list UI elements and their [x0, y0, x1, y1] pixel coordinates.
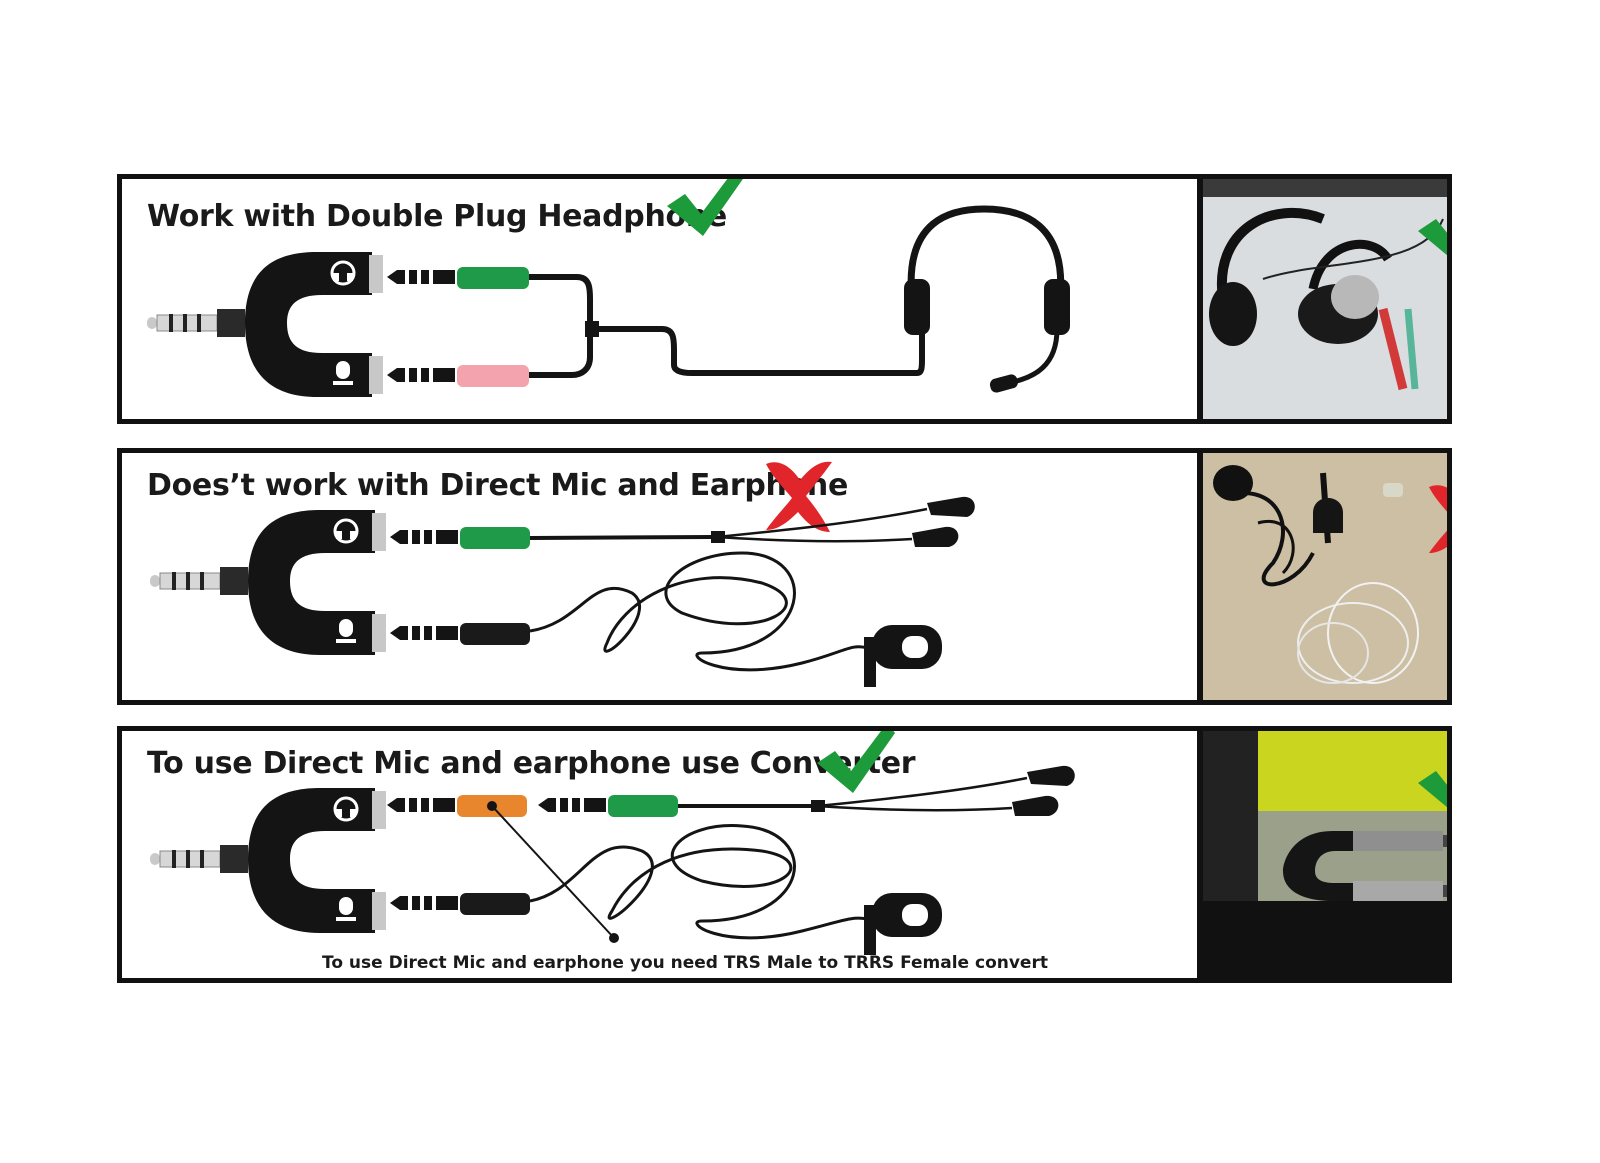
converter-caption: To use Direct Mic and earphone you need … [322, 953, 1048, 973]
plug-icon [387, 368, 455, 382]
plug-icon [390, 626, 458, 640]
panel-title: Work with Double Plug Headphone [147, 199, 727, 234]
green-plug-connector [608, 795, 678, 817]
black-plug-connector [460, 623, 530, 645]
converter-photo [1197, 731, 1447, 978]
plug-icon [390, 896, 458, 910]
panel-title: Does’t work with Direct Mic and Earphone [147, 468, 849, 503]
plug-icon [387, 270, 455, 284]
cross-icon [766, 461, 832, 532]
diagram-area: To use Direct Mic and earphone use Conve… [122, 731, 1192, 978]
black-plug-connector [460, 893, 530, 915]
panel-title: To use Direct Mic and earphone use Conve… [147, 746, 916, 781]
splitter-adapter-icon [148, 786, 388, 935]
mic-earphone-diagram [148, 461, 977, 687]
splitter-adapter-icon [145, 250, 385, 399]
panel-direct-mic-earphone: Does’t work with Direct Mic and Earphone [117, 448, 1452, 705]
splitter-adapter-icon [148, 508, 388, 657]
diagram-area: Work with Double Plug Headphone [122, 179, 1192, 419]
panel-double-plug-headphone: Work with Double Plug Headphone [117, 174, 1452, 424]
headset-icon [904, 205, 1070, 393]
green-plug-connector [460, 527, 530, 549]
headphone-photo [1197, 179, 1447, 419]
check-icon [817, 731, 895, 793]
green-plug-connector [457, 267, 529, 289]
plug-icon [390, 530, 458, 544]
lavalier-clip-icon [864, 893, 942, 955]
panel-converter: To use Direct Mic and earphone use Conve… [117, 726, 1452, 983]
headphone-diagram [145, 179, 1070, 399]
converter-diagram [148, 731, 1077, 955]
mic-earphone-photo [1197, 453, 1447, 700]
diagram-area: Does’t work with Direct Mic and Earphone [122, 453, 1192, 700]
earbuds-icon [709, 495, 977, 549]
check-icon [667, 179, 745, 236]
plug-icon [387, 798, 455, 812]
pink-plug-connector [457, 365, 529, 387]
plug-icon [538, 798, 606, 812]
lavalier-clip-icon [864, 625, 942, 687]
